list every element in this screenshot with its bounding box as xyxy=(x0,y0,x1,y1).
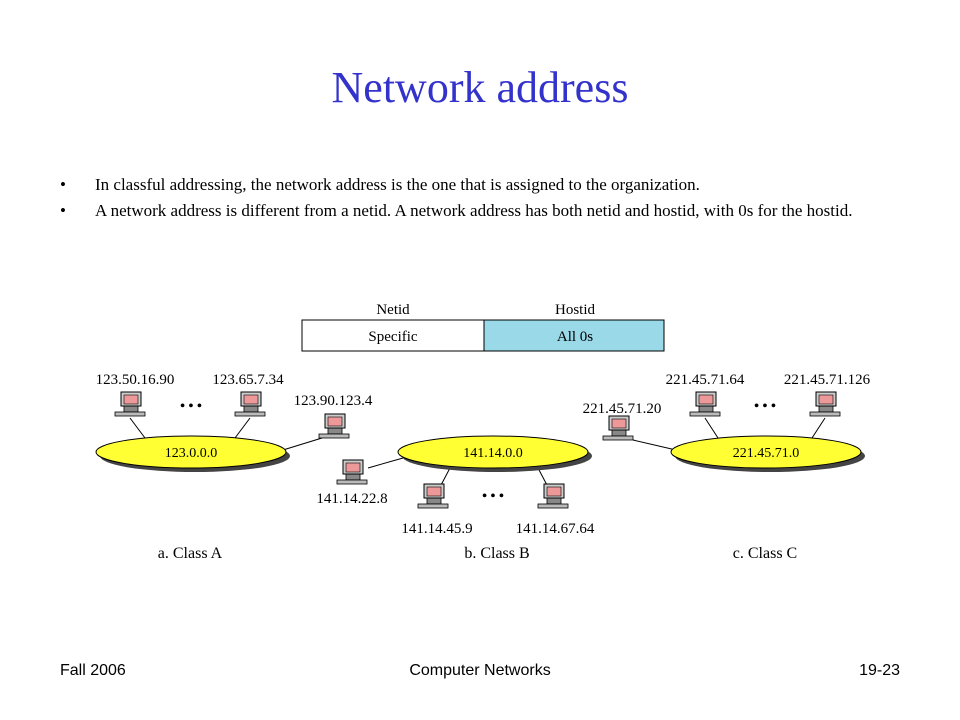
host-address: 221.45.71.20 xyxy=(583,401,662,417)
bullet-item: • A network address is different from a … xyxy=(60,200,890,222)
footer-course: Computer Networks xyxy=(409,662,551,679)
computer-icon xyxy=(114,391,146,417)
bullet-text: In classful addressing, the network addr… xyxy=(95,175,700,194)
netid-cell xyxy=(301,319,485,352)
class-caption: a. Class A xyxy=(158,545,223,562)
host-address: 141.14.45.9 xyxy=(401,521,472,537)
computer-icon xyxy=(318,413,350,439)
computer-icon xyxy=(809,391,841,417)
bullet-item: • In classful addressing, the network ad… xyxy=(60,174,890,196)
ellipsis: • • • xyxy=(482,489,504,504)
hostid-value: All 0s xyxy=(557,329,593,345)
computer-icon xyxy=(689,391,721,417)
host-address: 123.90.123.4 xyxy=(294,393,373,409)
host-address: 141.14.22.8 xyxy=(316,491,387,507)
class-c-network: 221.45.71.0 221.45.71.20 221.45.71.64 22… xyxy=(583,372,871,562)
slide-title: Network address xyxy=(331,63,629,112)
network-ellipse xyxy=(397,435,589,469)
bullet-list: • In classful addressing, the network ad… xyxy=(60,174,890,226)
computer-icon xyxy=(417,483,449,509)
bullet-dot: • xyxy=(60,201,66,220)
class-a-network: 123.0.0.0 123.50.16.90 123.65.7.34 123.9… xyxy=(95,372,373,562)
netid-label: Netid xyxy=(376,302,410,318)
network-address: 123.0.0.0 xyxy=(165,446,218,461)
host-address: 221.45.71.126 xyxy=(784,372,871,388)
ellipsis: • • • xyxy=(754,399,776,414)
network-ellipse xyxy=(670,435,862,469)
network-ellipse xyxy=(95,435,287,469)
bullet-text: A network address is different from a ne… xyxy=(95,201,853,220)
bullet-dot: • xyxy=(60,175,66,194)
computer-icon xyxy=(234,391,266,417)
footer-date: Fall 2006 xyxy=(60,662,126,679)
computer-icon xyxy=(602,415,634,441)
class-caption: b. Class B xyxy=(464,545,529,562)
network-address: 221.45.71.0 xyxy=(733,446,800,461)
host-address: 221.45.71.64 xyxy=(666,372,745,388)
computer-icon xyxy=(336,459,368,485)
class-caption: c. Class C xyxy=(733,545,797,562)
host-address: 123.50.16.90 xyxy=(96,372,175,388)
netid-value: Specific xyxy=(368,329,417,345)
host-address: 123.65.7.34 xyxy=(212,372,284,388)
hostid-label: Hostid xyxy=(555,302,596,318)
computer-icon xyxy=(537,483,569,509)
hostid-cell xyxy=(483,319,665,352)
footer-slide-number: 19-23 xyxy=(859,662,900,679)
host-address: 141.14.67.64 xyxy=(516,521,595,537)
network-address: 141.14.0.0 xyxy=(463,446,523,461)
class-b-network: 141.14.0.0 141.14.22.8 141.14.45.9 141.1… xyxy=(316,435,595,562)
ellipsis: • • • xyxy=(180,399,202,414)
